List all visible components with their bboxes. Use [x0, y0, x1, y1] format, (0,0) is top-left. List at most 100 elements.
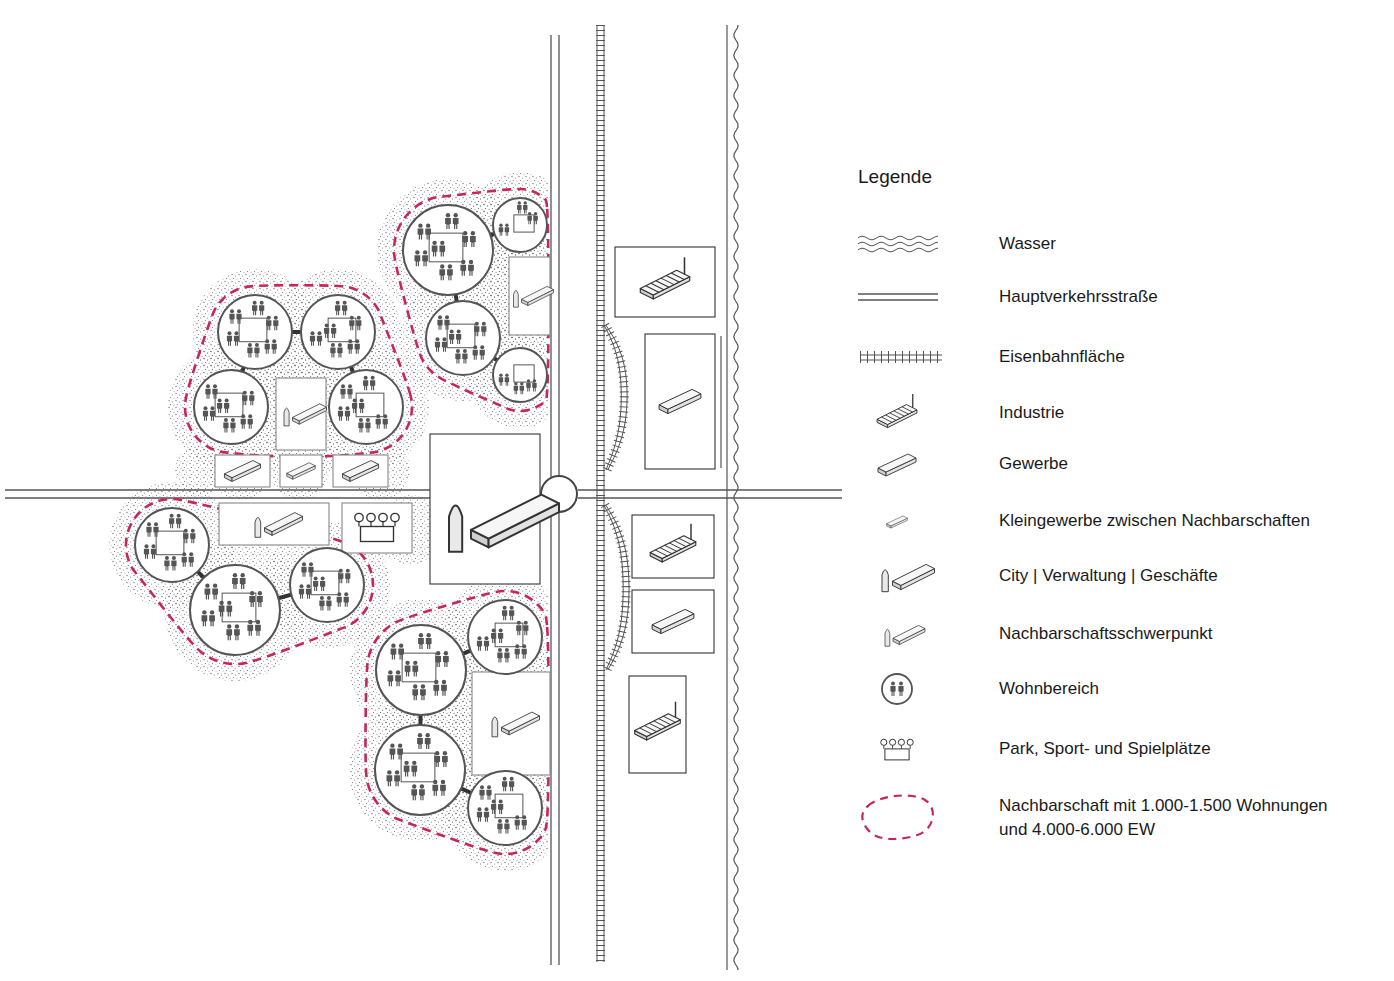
person-body [391, 648, 397, 659]
person-body [338, 573, 343, 583]
tower [882, 570, 888, 592]
person-icon [890, 682, 895, 697]
person-head [456, 349, 460, 353]
person-icon [252, 301, 257, 316]
person-head [522, 644, 526, 648]
person-body [254, 347, 259, 357]
person-icon [212, 583, 218, 599]
person-head [418, 733, 422, 737]
person-head [258, 591, 262, 595]
person-icon [146, 522, 151, 537]
person-head [250, 591, 254, 595]
person-icon [509, 777, 514, 792]
legend-text: Industrie [999, 401, 1344, 425]
person-body [265, 344, 270, 354]
person-body [342, 305, 347, 315]
person-body [425, 228, 431, 239]
person-icon [330, 343, 335, 358]
person-body [523, 625, 528, 635]
person-icon [232, 573, 238, 589]
person-icon [387, 770, 393, 786]
tree-stem [910, 745, 911, 749]
person-head [471, 231, 475, 235]
person-head [390, 743, 394, 747]
person-icon [497, 819, 502, 834]
person-head [260, 301, 264, 305]
person-body [474, 326, 479, 336]
residential-block [447, 324, 475, 348]
person-head [388, 670, 392, 674]
person-head [265, 339, 269, 343]
person-body [481, 326, 486, 336]
person-icon [504, 648, 509, 663]
person-head [425, 733, 429, 737]
person-head [499, 800, 503, 804]
person-head [438, 315, 442, 319]
person-head [240, 573, 244, 577]
gewerbe-symbol [224, 461, 260, 482]
person-body [522, 649, 527, 659]
residential-area [376, 625, 466, 715]
person-head [477, 807, 481, 811]
rail-siding-ties [605, 325, 624, 470]
gewerbe-area [215, 455, 270, 487]
person-icon [527, 212, 531, 224]
legend-symbol [885, 625, 925, 646]
person-head [321, 577, 325, 581]
person-icon [480, 345, 485, 360]
green-space-layer [109, 172, 548, 871]
person-head [233, 573, 237, 577]
infrastructure-layer [5, 25, 842, 970]
person-icon [205, 384, 210, 399]
person-head [248, 343, 252, 347]
person-body [266, 320, 271, 330]
person-body [247, 347, 252, 357]
person-body [418, 638, 424, 649]
person-icon [349, 316, 354, 331]
slab-top [502, 712, 540, 731]
rail-siding [606, 325, 627, 470]
person-body [232, 578, 238, 589]
legend-text: Wasser [999, 232, 1344, 256]
person-icon [234, 331, 239, 346]
person-body [477, 641, 482, 651]
person-icon [319, 596, 324, 611]
person-body [420, 689, 426, 700]
hall-top [877, 405, 917, 425]
person-body [398, 648, 404, 659]
person-icon [370, 376, 375, 391]
industry-area [629, 676, 686, 773]
person-icon [359, 399, 364, 414]
person-head [210, 406, 214, 410]
person-icon [255, 620, 261, 636]
person-icon [509, 606, 514, 621]
person-body [190, 533, 195, 543]
person-body [344, 597, 349, 607]
industry-area [615, 247, 715, 317]
slab-top [265, 513, 303, 532]
person-icon [249, 591, 255, 607]
person-head [383, 414, 387, 418]
person-icon [265, 339, 270, 354]
schwer-area [219, 503, 329, 545]
person-body [445, 218, 451, 229]
person-body [153, 527, 158, 537]
person-icon [532, 379, 536, 391]
block-top [342, 461, 378, 478]
person-icon [523, 201, 527, 213]
person-body [453, 218, 459, 229]
person-head [891, 682, 895, 686]
person-body [439, 246, 445, 257]
person-head [230, 309, 234, 313]
person-head [317, 331, 321, 335]
legend-text: Park, Sport- und Spielplätze [999, 737, 1344, 761]
person-body [437, 320, 442, 330]
person-body [443, 656, 449, 667]
person-icon [388, 670, 394, 686]
legend-symbol [881, 739, 914, 760]
person-head [353, 399, 357, 403]
person-icon [391, 643, 397, 659]
gewerbe-symbol [659, 389, 701, 413]
person-icon [254, 343, 259, 358]
person-body [497, 823, 502, 833]
